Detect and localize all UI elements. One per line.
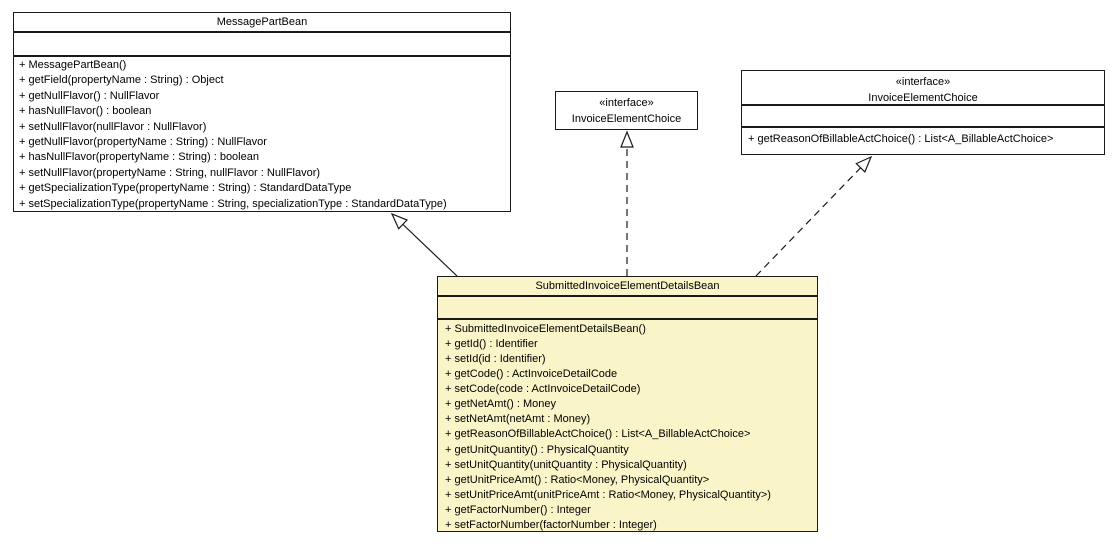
class-title: MessagePartBean <box>14 13 510 33</box>
interface-box-invoiceElementChoice[interactable]: «interface» InvoiceElementChoice + getRe… <box>741 70 1105 155</box>
method-item: + setUnitPriceAmt(unitPriceAmt : Ratio<M… <box>445 488 771 501</box>
realization-arrow-invoiceElementChoice-right <box>755 155 873 277</box>
method-item: + getNullFlavor(propertyName : String) :… <box>19 136 267 149</box>
method-item: + getSpecializationType(propertyName : S… <box>19 182 352 195</box>
attributes-compartment <box>742 106 1104 128</box>
methods-compartment: + getReasonOfBillableActChoice() : List<… <box>742 128 1104 147</box>
stereotype-label: «interface» <box>895 76 951 88</box>
method-item: + getUnitQuantity() : PhysicalQuantity <box>445 443 629 456</box>
class-box-submittedInvoiceElementDetailsBean[interactable]: SubmittedInvoiceElementDetailsBean + Sub… <box>437 276 818 532</box>
method-item: + getId() : Identifier <box>445 338 538 351</box>
interface-box-invoiceElementChoice-small[interactable]: «interface» InvoiceElementChoice <box>555 91 698 130</box>
method-item: + setNetAmt(netAmt : Money) <box>445 413 591 426</box>
methods-compartment: + MessagePartBean() + getField(propertyNa… <box>14 57 510 212</box>
interface-title-block: «interface» InvoiceElementChoice <box>742 71 1104 106</box>
method-item: + hasNullFlavor() : boolean <box>19 105 152 118</box>
method-item: + getField(propertyName : String) : Obje… <box>19 74 224 87</box>
generalization-arrow-messagePartBean <box>390 212 458 277</box>
interface-title: InvoiceElementChoice <box>868 92 978 104</box>
methods-compartment: + SubmittedInvoiceElementDetailsBean() + … <box>438 320 817 533</box>
method-item: + setSpecializationType(propertyName : S… <box>19 197 447 210</box>
method-item: + getFactorNumber() : Integer <box>445 503 591 516</box>
class-title: SubmittedInvoiceElementDetailsBean <box>438 277 817 297</box>
method-item: + hasNullFlavor(propertyName : String) :… <box>19 151 259 164</box>
method-item: + setUnitQuantity(unitQuantity : Physica… <box>445 458 687 471</box>
method-item: + setNullFlavor(propertyName : String, n… <box>19 166 321 179</box>
method-item: + getUnitPriceAmt() : Ratio<Money, Physi… <box>445 473 710 486</box>
interface-title: InvoiceElementChoice <box>571 113 682 125</box>
stereotype-label: «interface» <box>599 97 654 109</box>
class-box-messagePartBean[interactable]: MessagePartBean + MessagePartBean() + get… <box>13 12 511 212</box>
method-item: + getCode() : ActInvoiceDetailCode <box>445 368 618 381</box>
method-item: + MessagePartBean() <box>19 59 127 71</box>
method-item: + getReasonOfBillableActChoice() : List<… <box>445 428 751 441</box>
method-item: + setFactorNumber(factorNumber : Integer… <box>445 518 657 531</box>
attributes-compartment <box>438 297 817 320</box>
method-item: + setId(id : Identifier) <box>445 353 546 366</box>
method-item: + setCode(code : ActInvoiceDetailCode) <box>445 383 641 396</box>
method-item: + getNullFlavor() : NullFlavor <box>19 89 160 102</box>
method-item: + setNullFlavor(nullFlavor : NullFlavor) <box>19 120 207 133</box>
method-item: + SubmittedInvoiceElementDetailsBean() <box>445 323 646 335</box>
method-item: + getReasonOfBillableActChoice() : List<… <box>748 133 1054 145</box>
method-item: + getNetAmt() : Money <box>445 398 556 411</box>
attributes-compartment <box>14 33 510 57</box>
